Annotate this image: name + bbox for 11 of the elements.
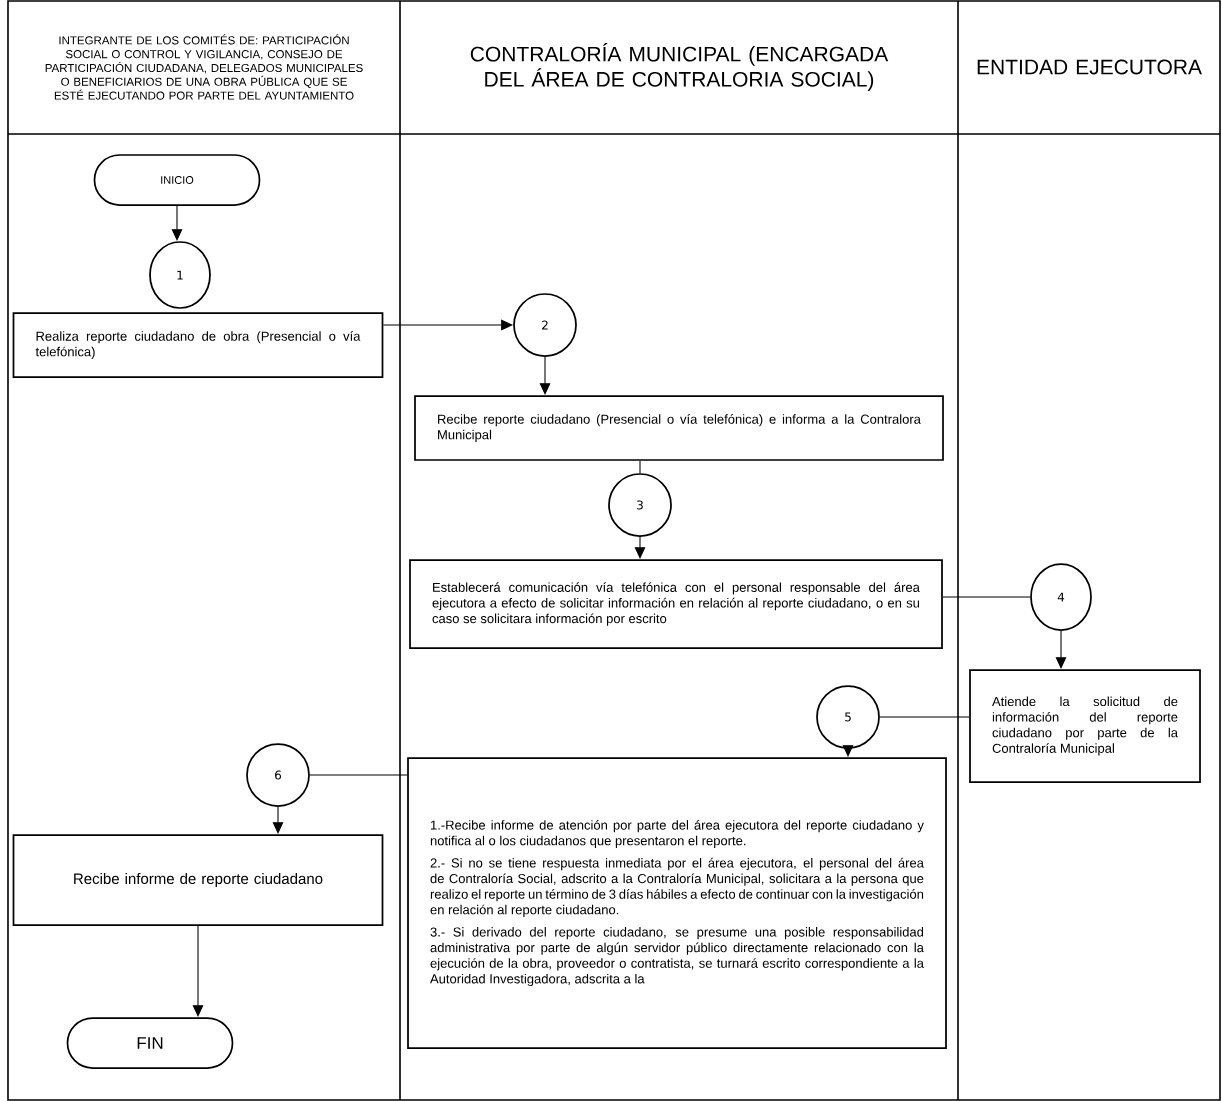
end-terminal: FIN	[66, 1017, 234, 1069]
process-box: Realiza reporte ciudadano de obra (Presencial o vía telefónica)	[12, 312, 384, 378]
start-terminal: INICIO	[93, 154, 261, 206]
process-box: Establecerá comunicación vía telefónica con el personal responsable del área ejecutora a efecto de solicitar información en relación al reporte ciudadano, o en su caso se solicitara información por escrito	[409, 559, 943, 649]
process-box: Atiende la solicitud de información del reporte ciudadano por parte de la Contraloría Municipal	[969, 669, 1201, 783]
process-box: Recibe informe de reporte ciudadano	[12, 834, 384, 926]
lane-header: INTEGRANTE DE LOS COMITÉS DE: PARTICIPACIÓN SOCIAL O CONTROL Y VIGILANCIA, CONSEJO DE PARTICIPACIÓN CIUDADANA, DELEGADOS MUNICIPALES O BENEFICIARIOS DE UNA OBRA PÚBLICA QUE SE ESTÉ EJECUTANDO POR PARTE DEL AYUNTAMIENTO	[45, 34, 363, 100]
lane-header: CONTRALORÍA MUNICIPAL (ENCARGADA DEL ÁREA DE CONTRALORIA SOCIAL)	[470, 43, 889, 91]
process-box: Recibe reporte ciudadano (Presencial o vía telefónica) e informa a la Contralora Municipal	[414, 395, 944, 461]
lane-header: ENTIDAD EJECUTORA	[977, 59, 1202, 75]
process-box: 1.-Recibe informe de atención por parte del área ejecutora del reporte ciudadano y notifica al o los ciudadanos que presentaron el reporte. 2.- Si no se tiene respuesta inmediata por el área ejecutora, el personal del área de Contraloría Social, adscrito a la Contraloría Municipal, solicitara a la persona que realizo el reporte un término de 3 días hábiles a efecto de continuar con la investigación en relación al reporte ciudadano. 3.- Si derivado del reporte ciudadano, se presume una posible responsabilidad administrativa por parte de algún servidor público directamente relacionado con la ejecución de la obra, proveedor o contratista, se turnará escrito correspondiente a la Autoridad Investigadora, adscrita a la	[407, 757, 947, 1049]
